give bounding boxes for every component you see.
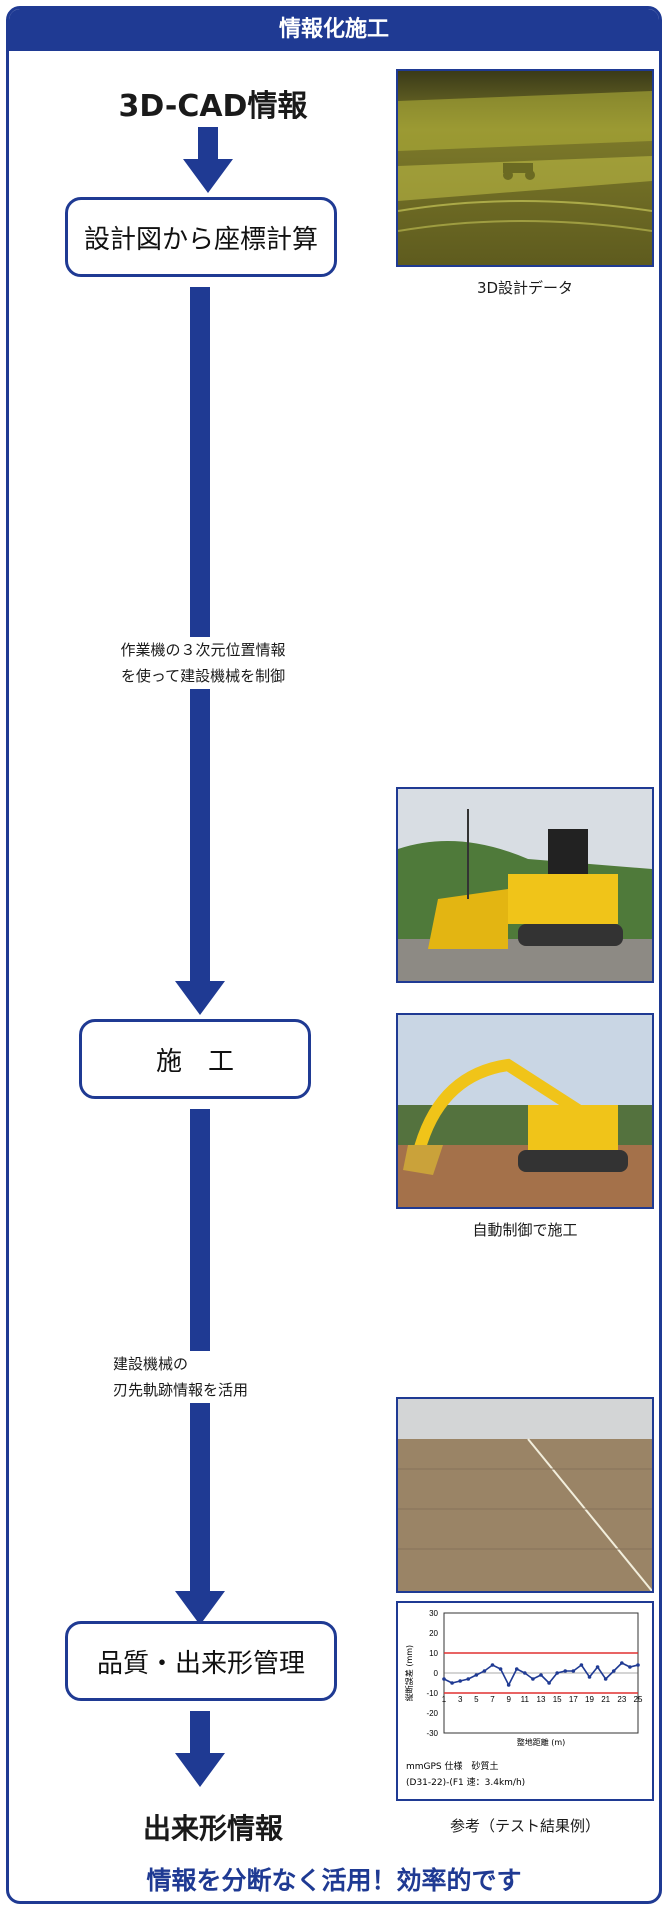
chart-x-tick: 23 (617, 1695, 626, 1704)
chart-note-line2: (D31-22)-(F1 速：3.4km/h) (406, 1777, 525, 1788)
chart-x-label: 整地距離 (m) (517, 1737, 566, 1747)
ground-illustration (398, 1399, 652, 1591)
note-control-line1: 作業機の３次元位置情報 (120, 641, 286, 659)
step-box-coordinates: 設計図から座標計算 (65, 197, 337, 277)
chart-point (531, 1677, 535, 1681)
chart-point (539, 1673, 543, 1677)
bottom-title: 出来形情報 (142, 1812, 283, 1845)
arrow-shaft-1 (198, 127, 218, 161)
caption-reference: 参考（テスト結果例） (449, 1817, 600, 1835)
chart-point (587, 1675, 592, 1679)
chart-x-tick: 21 (601, 1695, 610, 1704)
chart-y-tick: 20 (429, 1629, 438, 1638)
bulldozer-illustration (398, 789, 652, 981)
chart-point (490, 1663, 495, 1667)
note-blade-line2: 刃先軌跡情報を活用 (113, 1381, 249, 1399)
chart-point (579, 1663, 584, 1667)
excavator-illustration (398, 1015, 652, 1207)
chart-point (571, 1669, 576, 1673)
arrow-head-2 (175, 981, 225, 1015)
chart-x-tick: 11 (521, 1695, 530, 1704)
chart-point (611, 1669, 616, 1673)
note-blade-line1: 建設機械の (113, 1355, 189, 1373)
arrow-head-1 (183, 159, 233, 193)
note-control: 作業機の３次元位置情報 を使って建設機械を制御 (73, 637, 333, 689)
chart-y-tick: -10 (426, 1689, 438, 1698)
note-blade: 建設機械の 刃先軌跡情報を活用 (113, 1351, 313, 1403)
chart-point (547, 1681, 551, 1685)
design-data-illustration (398, 71, 652, 265)
chart-x-tick: 5 (474, 1695, 479, 1704)
chart-x-tick: 1 (442, 1695, 447, 1704)
note-control-line2: を使って建設機械を制御 (120, 667, 286, 685)
arrow-shaft-4 (190, 1711, 210, 1755)
excavator-image (396, 1013, 654, 1209)
chart-x-tick: 19 (585, 1695, 594, 1704)
chart-y-tick: 30 (429, 1609, 438, 1618)
header-title: 情報化施工 (9, 9, 659, 51)
finished-ground-image (396, 1397, 654, 1593)
chart-point (466, 1677, 471, 1681)
chart-x-tick: 13 (537, 1695, 546, 1704)
bulldozer-image (396, 787, 654, 983)
arrow-head-3 (175, 1591, 225, 1625)
chart-point (595, 1665, 600, 1669)
chart-point (603, 1677, 608, 1681)
chart-x-tick: 7 (490, 1695, 495, 1704)
chart-point (506, 1683, 511, 1687)
chart-y-tick: 0 (434, 1669, 439, 1678)
chart-point (474, 1673, 479, 1677)
step-box-construction: 施 工 (79, 1019, 311, 1099)
chart-point (628, 1665, 632, 1669)
top-title: 3D-CAD情報 (118, 89, 308, 124)
diagram-frame: 情報化施工 3D-CAD情報 設計図から座標計算 作業機の３次元位置情報 を使っ… (6, 6, 662, 1904)
chart-point (563, 1669, 568, 1673)
caption-design-data: 3D設計データ (476, 279, 574, 297)
arrow-shaft-2 (190, 287, 210, 983)
chart-x-tick: 17 (569, 1695, 578, 1704)
caption-auto-control: 自動制御で施工 (472, 1221, 578, 1239)
chart-x-tick: 9 (506, 1695, 511, 1704)
chart-y-label: 縦断誤差 (mm) (404, 1645, 414, 1701)
chart-x-tick: 25 (634, 1695, 643, 1704)
chart-x-tick: 3 (458, 1695, 463, 1704)
chart-point (555, 1671, 559, 1675)
chart-x-tick: 15 (553, 1695, 562, 1704)
chart-point (523, 1671, 527, 1675)
chart-y-tick: -30 (426, 1729, 438, 1738)
chart-note-line1: mmGPS 仕様 砂質土 (406, 1760, 499, 1772)
chart-point (482, 1669, 487, 1673)
step-label-quality: 品質・出来形管理 (96, 1648, 305, 1679)
slogan: 情報を分断なく活用！効率的です (146, 1866, 522, 1895)
chart-point (620, 1661, 624, 1665)
chart-y-tick: -20 (426, 1709, 438, 1718)
step-box-quality: 品質・出来形管理 (65, 1621, 337, 1701)
design-data-image (396, 69, 654, 267)
arrow-head-4 (175, 1753, 225, 1787)
chart-point (458, 1679, 462, 1683)
chart-point (450, 1681, 454, 1685)
chart-y-tick: 10 (429, 1649, 438, 1658)
step-label-coordinates: 設計図から座標計算 (83, 224, 318, 255)
chart-point (442, 1677, 446, 1681)
chart-point (636, 1663, 640, 1667)
chart-point (514, 1667, 519, 1671)
step-label-construction: 施 工 (155, 1046, 234, 1077)
chart-point (498, 1667, 503, 1671)
